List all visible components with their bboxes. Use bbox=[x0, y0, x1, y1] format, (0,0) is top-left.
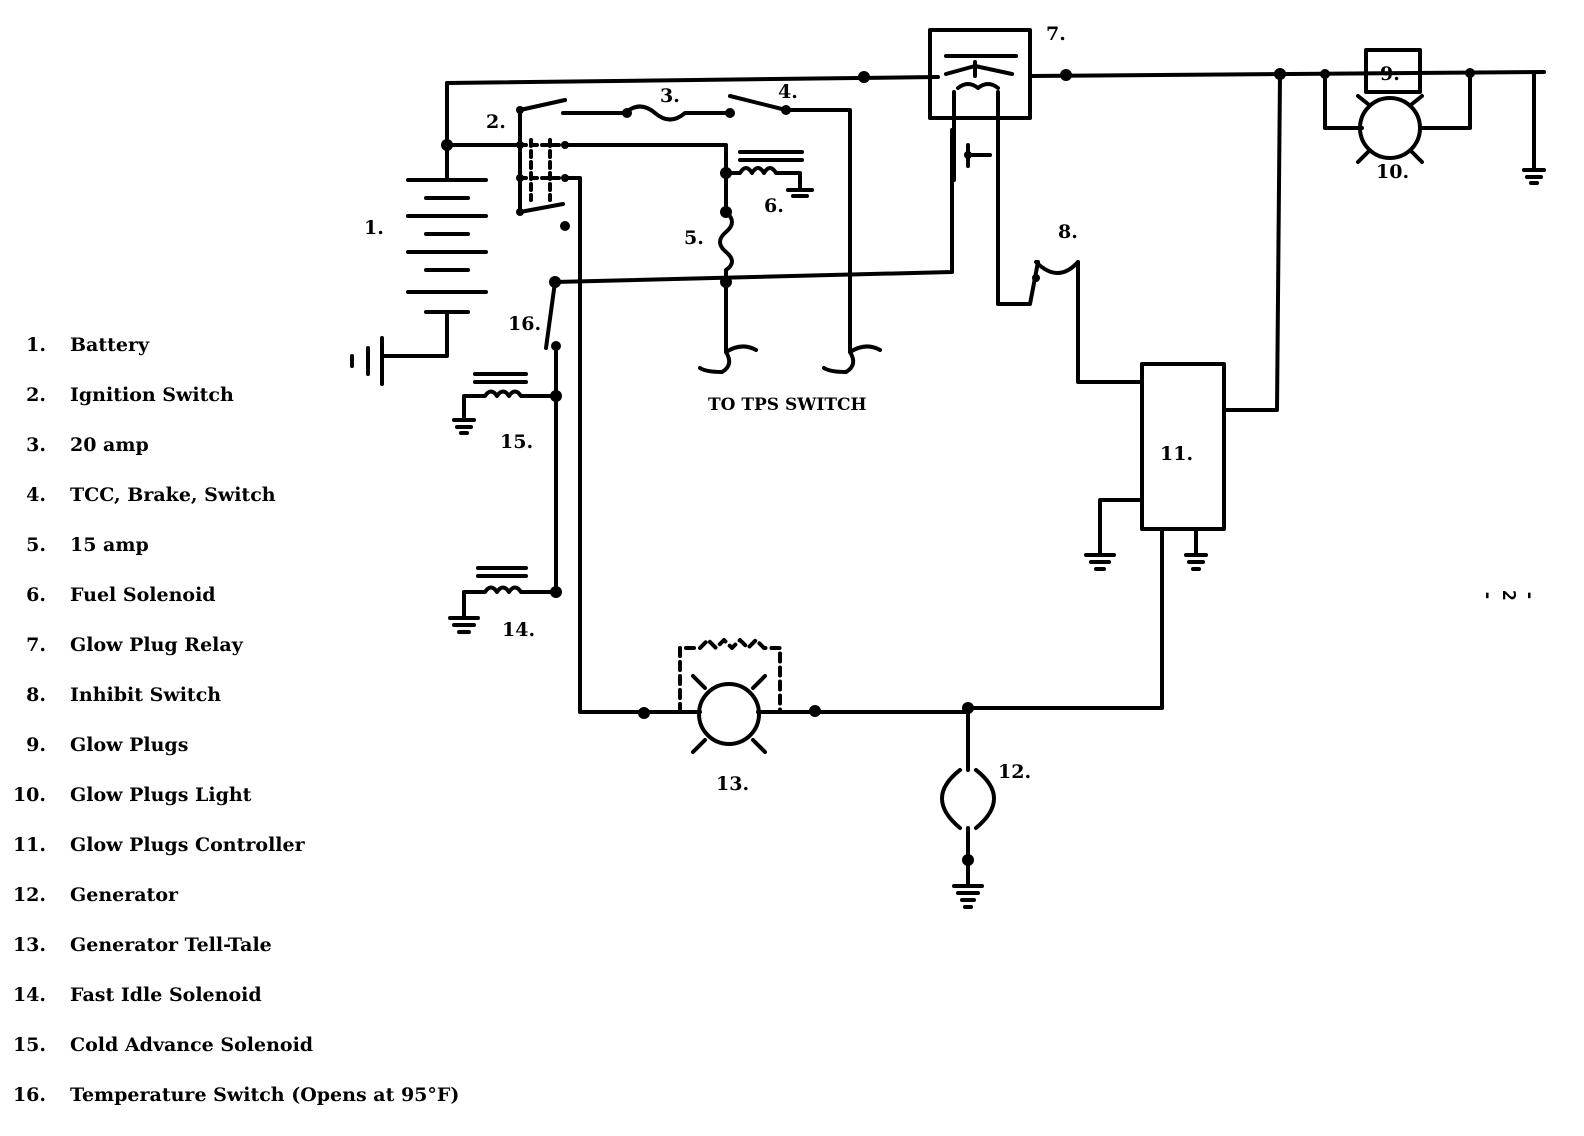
fast-idle-solenoid-symbol bbox=[448, 566, 558, 634]
legend-number: 1. bbox=[26, 334, 46, 356]
callout-1: 1. bbox=[364, 217, 384, 239]
legend-label: Inhibit Switch bbox=[70, 684, 222, 706]
cold-advance-solenoid-symbol bbox=[452, 372, 558, 435]
legend-label: Glow Plugs bbox=[70, 734, 189, 756]
page-number: - 2 - bbox=[1477, 590, 1540, 619]
controller-ground-right-symbol bbox=[1184, 553, 1208, 571]
legend-label: Fuel Solenoid bbox=[70, 584, 216, 606]
callout-4: 4. bbox=[778, 81, 798, 103]
glow-plugs-light-rays bbox=[1356, 94, 1424, 164]
generator-symbol bbox=[940, 768, 996, 830]
controller-ground-left-symbol bbox=[1084, 553, 1116, 571]
glow-plug-relay-symbol bbox=[928, 28, 1032, 182]
glow-plug-loop-wire bbox=[1323, 70, 1472, 130]
legend-number: 15. bbox=[12, 1034, 46, 1056]
legend-number: 12. bbox=[12, 884, 46, 906]
callout-3: 3. bbox=[660, 85, 680, 107]
battery-ground-symbol bbox=[350, 336, 384, 386]
legend-number: 14. bbox=[12, 984, 46, 1006]
callout-7: 7. bbox=[1046, 23, 1066, 45]
controller-ground-left bbox=[1098, 498, 1144, 557]
callout-6: 6. bbox=[764, 195, 784, 217]
glow-plugs-box bbox=[1364, 48, 1422, 94]
tps-switch-label: TO TPS SWITCH bbox=[708, 395, 867, 415]
legend-number: 16. bbox=[12, 1084, 46, 1106]
legend-label: Generator bbox=[70, 884, 178, 906]
legend-number: 3. bbox=[26, 434, 46, 456]
controller-to-bus-wire bbox=[1222, 72, 1282, 412]
relay-to-inhibit-wire bbox=[996, 178, 1040, 306]
temperature-switch-symbol bbox=[544, 280, 558, 598]
callout-8: 8. bbox=[1058, 221, 1078, 243]
ignition-to-fuel-wire bbox=[563, 143, 728, 214]
legend-label: Temperature Switch (Opens at 95°F) bbox=[70, 1084, 460, 1106]
battery-symbol bbox=[406, 178, 488, 314]
legend-number: 2. bbox=[26, 384, 46, 406]
tcc-brake-switch-symbol bbox=[728, 94, 852, 354]
legend-number: 10. bbox=[12, 784, 46, 806]
inhibit-to-controller-wire bbox=[1076, 260, 1144, 384]
controller-to-generator-wire bbox=[966, 527, 1164, 710]
legend-label: Generator Tell-Tale bbox=[70, 934, 272, 956]
glow-plug-controller-box bbox=[1140, 362, 1226, 531]
top-bus-wire bbox=[445, 70, 1546, 85]
legend-label: Battery bbox=[70, 334, 150, 356]
legend-number: 13. bbox=[12, 934, 46, 956]
callout-10: 10. bbox=[1376, 161, 1409, 183]
callout-2: 2. bbox=[486, 111, 506, 133]
callout-11: 11. bbox=[1160, 443, 1193, 465]
legend-number: 5. bbox=[26, 534, 46, 556]
callout-16: 16. bbox=[508, 313, 541, 335]
legend-label: Glow Plug Relay bbox=[70, 634, 243, 656]
legend-label: Glow Plugs Light bbox=[70, 784, 252, 806]
tps-lead-right bbox=[822, 344, 882, 374]
callout-15: 15. bbox=[500, 431, 533, 453]
generator-ground-symbol bbox=[952, 884, 984, 909]
fuse-20-amp-wire bbox=[561, 104, 732, 122]
callout-5: 5. bbox=[684, 227, 704, 249]
legend-number: 11. bbox=[12, 834, 46, 856]
legend-label: Cold Advance Solenoid bbox=[70, 1034, 314, 1056]
generator-tell-tale-symbol bbox=[642, 638, 970, 754]
legend-number: 9. bbox=[26, 734, 46, 756]
ignition-lower-wire bbox=[563, 176, 646, 714]
callout-9: 9. bbox=[1380, 63, 1400, 85]
glow-plugs-light-bulb bbox=[1358, 96, 1422, 160]
legend-label: 15 amp bbox=[70, 534, 149, 556]
fuel-solenoid-symbol bbox=[724, 150, 814, 198]
battery-ground-wire bbox=[380, 310, 449, 358]
tps-lead-left bbox=[698, 344, 758, 374]
legend-label: Ignition Switch bbox=[70, 384, 234, 406]
callout-12: 12. bbox=[998, 761, 1031, 783]
legend-label: 20 amp bbox=[70, 434, 149, 456]
legend-number: 7. bbox=[26, 634, 46, 656]
legend-number: 8. bbox=[26, 684, 46, 706]
right-ground-symbol bbox=[1522, 168, 1546, 185]
legend-label: Fast Idle Solenoid bbox=[70, 984, 262, 1006]
inhibit-switch-symbol bbox=[1034, 260, 1080, 275]
callout-14: 14. bbox=[502, 619, 535, 641]
callout-13: 13. bbox=[716, 773, 749, 795]
fuse-15-amp-symbol bbox=[718, 210, 734, 272]
legend-number: 6. bbox=[26, 584, 46, 606]
legend-number: 4. bbox=[26, 484, 46, 506]
ignition-switch-symbol bbox=[518, 98, 567, 214]
legend-label: TCC, Brake, Switch bbox=[70, 484, 276, 506]
legend-label: Glow Plugs Controller bbox=[70, 834, 305, 856]
